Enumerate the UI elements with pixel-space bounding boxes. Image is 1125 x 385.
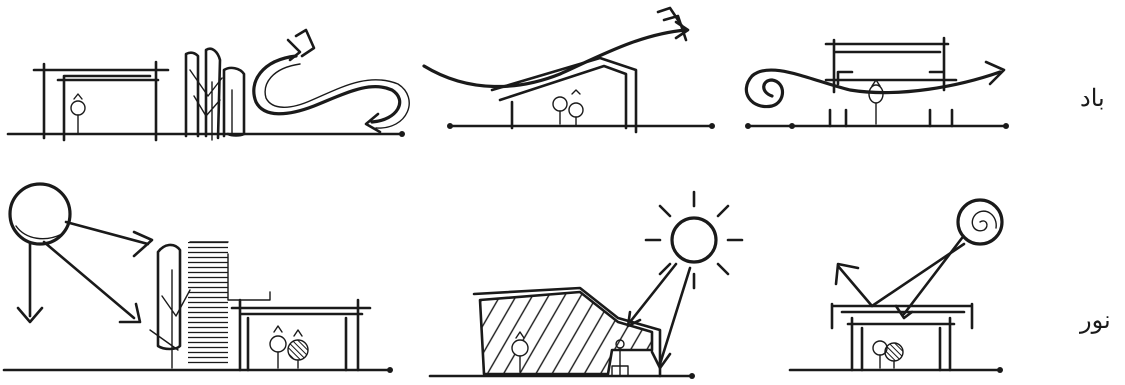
light-sketch-reflection — [790, 200, 1003, 373]
wind-row-label: باد — [1080, 86, 1105, 110]
person-figure — [869, 80, 883, 124]
tree-windbreak — [186, 49, 244, 140]
house-outline — [34, 62, 168, 140]
building-outline — [826, 38, 956, 126]
wind-arc-arrow — [424, 8, 688, 87]
hatched-wall — [188, 242, 228, 366]
light-sketch-earth-shelter — [430, 192, 742, 379]
roof-outline — [492, 58, 636, 132]
hatched-building — [480, 292, 652, 374]
wind-loop-arrow — [254, 30, 409, 132]
sun-ray-arrows — [18, 222, 152, 322]
wind-spiral-arrow — [746, 62, 1004, 107]
light-row-label: نور — [1080, 308, 1111, 332]
sun-icon — [10, 184, 70, 244]
person-figures — [873, 341, 903, 368]
wind-sketch-roof — [424, 8, 715, 132]
sun-icon — [646, 192, 742, 288]
person-figures — [270, 326, 308, 368]
wind-sketch-windbreak — [8, 30, 409, 140]
light-sketch-shading — [4, 184, 393, 373]
person-figures — [553, 90, 583, 126]
tall-tree — [150, 245, 190, 368]
person-figure — [71, 94, 85, 134]
wind-sketch-spiral — [745, 38, 1009, 129]
spiral-sun-icon — [958, 200, 1002, 244]
